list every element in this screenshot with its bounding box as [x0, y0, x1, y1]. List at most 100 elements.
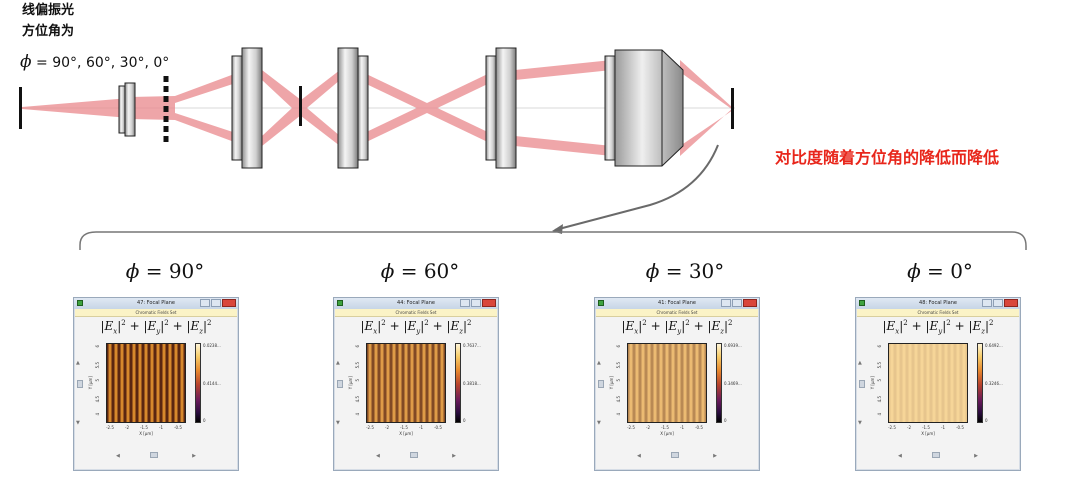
app-icon [598, 300, 604, 306]
scroll-up-icon[interactable]: ▲ [76, 360, 80, 366]
vertical-scrollbar[interactable] [598, 328, 604, 448]
scroll-thumb[interactable] [410, 452, 418, 458]
maximize-button[interactable] [471, 299, 481, 307]
minimize-button[interactable] [200, 299, 210, 307]
scroll-left-icon[interactable]: ◀ [898, 453, 902, 459]
app-icon [859, 300, 865, 306]
vertical-scrollbar[interactable] [77, 328, 83, 448]
close-button[interactable] [1004, 299, 1018, 307]
fringe-plot[interactable] [366, 343, 446, 423]
window-titlebar[interactable]: 48: Focal Plane [856, 298, 1020, 309]
window-title: 48: Focal Plane [919, 300, 957, 306]
y-tick-label: 4 [877, 413, 882, 416]
scroll-thumb[interactable] [932, 452, 940, 458]
scroll-thumb[interactable] [150, 452, 158, 458]
window-controls [982, 299, 1018, 307]
phi-title-3: ϕ = 0° [850, 259, 1030, 283]
scroll-left-icon[interactable]: ◀ [116, 453, 120, 459]
f-sq: 2 [381, 319, 386, 327]
focal-plane [731, 88, 734, 129]
scroll-down-icon[interactable]: ▼ [858, 420, 862, 426]
phi-title-2: ϕ = 30° [595, 259, 775, 283]
minimize-button[interactable] [460, 299, 470, 307]
window-titlebar[interactable]: 47: Focal Plane [74, 298, 238, 309]
f-bar: | [621, 319, 626, 333]
scroll-thumb[interactable] [859, 380, 865, 388]
scroll-left-icon[interactable]: ◀ [637, 453, 641, 459]
close-button[interactable] [482, 299, 496, 307]
y-tick-label: 5 [877, 379, 882, 382]
scroll-down-icon[interactable]: ▼ [597, 420, 601, 426]
scroll-down-icon[interactable]: ▼ [336, 420, 340, 426]
scroll-down-icon[interactable]: ▼ [76, 420, 80, 426]
maximize-button[interactable] [993, 299, 1003, 307]
f-z: z [199, 327, 203, 336]
horizontal-scrollbar[interactable] [114, 452, 198, 458]
scroll-right-icon[interactable]: ▶ [452, 453, 456, 459]
scroll-right-icon[interactable]: ▶ [713, 453, 717, 459]
f-bar: | [664, 319, 669, 333]
x-tick-label: -1.5 [400, 425, 408, 430]
scroll-thumb[interactable] [77, 380, 83, 388]
scroll-right-icon[interactable]: ▶ [192, 453, 196, 459]
phi-title-eq: = [394, 259, 424, 283]
f-e: E [625, 319, 635, 333]
f-plus: + [954, 319, 965, 333]
window-titlebar[interactable]: 41: Focal Plane [595, 298, 759, 309]
intensity-formula: |Ex|2 + |Ey|2 + |Ez|2 [856, 319, 1020, 335]
f-y: y [416, 327, 421, 336]
close-button[interactable] [222, 299, 236, 307]
f-e: E [886, 319, 896, 333]
minimize-button[interactable] [982, 299, 992, 307]
phi-title-value: 90° [168, 259, 205, 283]
maximize-button[interactable] [211, 299, 221, 307]
scroll-left-icon[interactable]: ◀ [376, 453, 380, 459]
fringe-plot[interactable] [888, 343, 968, 423]
scroll-thumb[interactable] [337, 380, 343, 388]
fringe-plot[interactable] [106, 343, 186, 423]
minimize-button[interactable] [721, 299, 731, 307]
f-bar: | [100, 319, 105, 333]
f-x: x [373, 327, 378, 336]
scroll-up-icon[interactable]: ▲ [597, 360, 601, 366]
f-sq: 2 [207, 319, 212, 327]
phi-title-eq: = [139, 259, 169, 283]
y-tick-label: 6 [355, 345, 360, 348]
scroll-thumb[interactable] [598, 380, 604, 388]
f-x: x [634, 327, 639, 336]
window-subtitle: Chromatic Fields Set [857, 309, 1019, 317]
scroll-up-icon[interactable]: ▲ [336, 360, 340, 366]
scroll-thumb[interactable] [671, 452, 679, 458]
scroll-up-icon[interactable]: ▲ [858, 360, 862, 366]
y-tick-label: 5.5 [355, 362, 360, 369]
maximize-button[interactable] [732, 299, 742, 307]
f-bar: | [403, 319, 408, 333]
fringe-plot[interactable] [627, 343, 707, 423]
f-bar: | [638, 319, 643, 333]
lens-1 [231, 47, 263, 169]
f-sq: 2 [121, 319, 126, 327]
window-titlebar[interactable]: 44: Focal Plane [334, 298, 498, 309]
f-sq: 2 [946, 319, 951, 327]
vertical-scrollbar[interactable] [859, 328, 865, 448]
horizontal-scrollbar[interactable] [896, 452, 980, 458]
horizontal-scrollbar[interactable] [635, 452, 719, 458]
horizontal-scrollbar[interactable] [374, 452, 458, 458]
x-tick-label: -2 [907, 425, 911, 430]
x-axis-label: X [µm] [921, 431, 935, 436]
close-button[interactable] [743, 299, 757, 307]
f-bar: | [985, 319, 990, 333]
phi-title-symbol: ϕ [645, 259, 660, 283]
lens-3 [485, 47, 517, 169]
vertical-scrollbar[interactable] [337, 328, 343, 448]
f-e: E [104, 319, 114, 333]
contrast-note: 对比度随着方位角的降低而降低 [775, 148, 1000, 167]
phi-title-value: 0° [950, 259, 973, 283]
intensity-formula: |Ex|2 + |Ey|2 + |Ez|2 [334, 319, 498, 335]
scroll-right-icon[interactable]: ▶ [974, 453, 978, 459]
f-bar: | [681, 319, 686, 333]
